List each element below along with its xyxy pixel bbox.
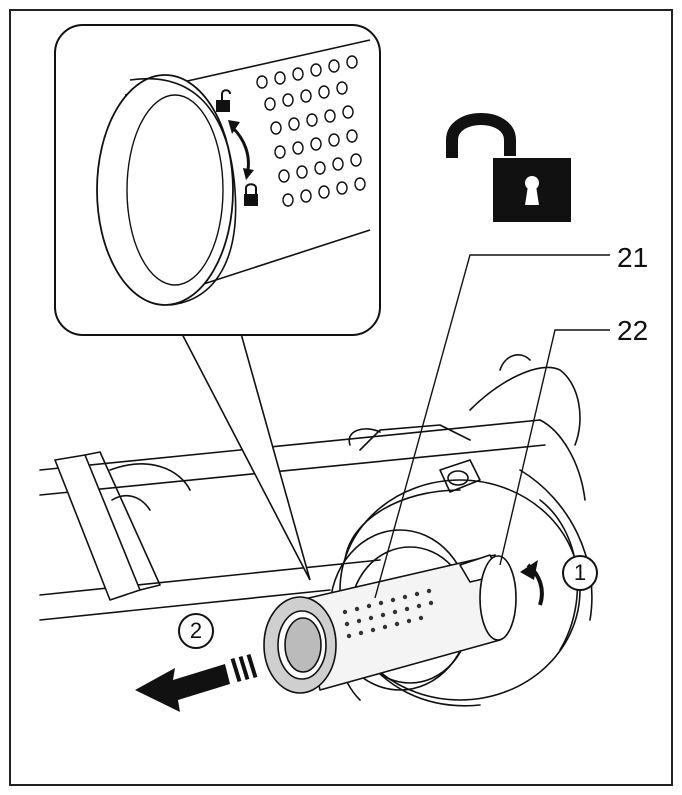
zoom-pointer — [178, 329, 311, 581]
rotate-arrow — [520, 560, 544, 606]
zoom-inset — [54, 24, 381, 336]
padlock-unlocked-icon — [446, 113, 571, 222]
figure-border — [9, 9, 673, 786]
filter-mesh — [342, 588, 434, 639]
filter-cartridge — [263, 554, 517, 694]
step-2-badge: 2 — [178, 613, 214, 649]
mini-lock-icon — [244, 183, 258, 206]
inset-mesh — [256, 55, 366, 207]
mini-unlock-icon — [216, 89, 231, 112]
callout-label-22: 22 — [617, 315, 649, 346]
leader-lines — [374, 254, 610, 599]
callout-label-21: 21 — [617, 242, 649, 273]
pull-arrow — [135, 653, 258, 712]
step-1-badge: 1 — [562, 555, 598, 591]
